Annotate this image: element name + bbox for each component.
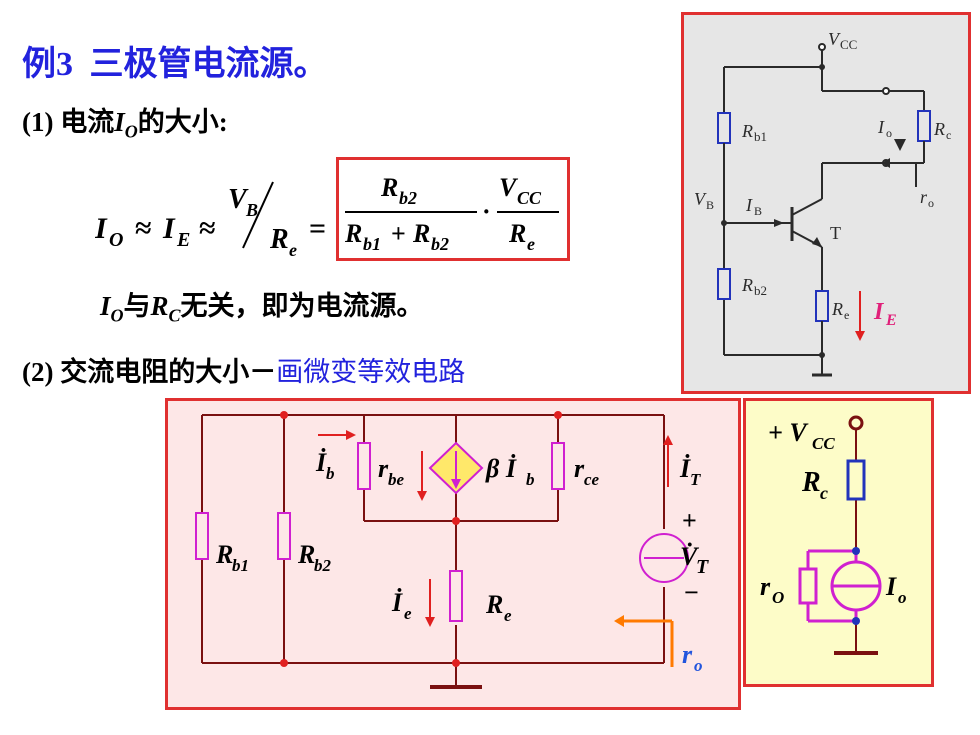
svg-text:O: O	[109, 229, 123, 251]
svg-text:be: be	[388, 470, 405, 489]
svg-text:e: e	[527, 234, 535, 254]
statement-line: IO与RC无关，即为电流源。	[100, 291, 424, 326]
svg-text:r: r	[574, 454, 585, 483]
svg-text:o: o	[694, 656, 703, 675]
svg-text:E: E	[885, 312, 897, 329]
svg-text:b1: b1	[754, 129, 767, 144]
svg-text:I: I	[877, 117, 885, 137]
svg-text:R: R	[508, 219, 526, 248]
svg-text:e: e	[404, 604, 412, 623]
svg-text:R: R	[741, 121, 753, 141]
svg-text:+ V: + V	[768, 418, 809, 447]
svg-text:R: R	[344, 219, 362, 248]
current-source-model: + V CC R c r O I o	[760, 415, 907, 655]
slide-title: 例3 三极管电流源。	[22, 36, 328, 85]
svg-text:b2: b2	[314, 556, 332, 575]
svg-text:R: R	[215, 540, 233, 569]
svg-text:+: +	[682, 506, 697, 535]
svg-text:ce: ce	[584, 470, 600, 489]
svg-text:V: V	[694, 189, 707, 209]
svg-text:I: I	[873, 299, 885, 325]
svg-text:R: R	[269, 224, 289, 255]
svg-text:b2: b2	[399, 188, 417, 208]
svg-text:E: E	[176, 229, 190, 251]
svg-text:B: B	[245, 200, 258, 220]
equivalent-circuit-panel: R b1 R b2 İ b r be β İ b r ce İ T + V̇ T…	[165, 398, 741, 710]
current-formula: I O ≈ I E ≈ V B R e =	[95, 181, 326, 260]
svg-text:−: −	[684, 578, 699, 607]
svg-text:=: =	[309, 212, 326, 245]
boxed-fraction: R b2 R b1 + R b2 · V CC R e	[344, 173, 559, 254]
svg-text:β İ: β İ	[485, 454, 517, 483]
part2-line: (2) 交流电阻的大小－画微变等效电路	[22, 357, 466, 387]
topic-text: 三极管电流源。	[89, 46, 328, 83]
svg-text:V: V	[228, 184, 249, 215]
svg-text:O: O	[772, 588, 784, 607]
svg-text:b1: b1	[363, 234, 381, 254]
current-source-model-panel: + V CC R c r O I o	[743, 398, 934, 687]
svg-text:e: e	[844, 308, 849, 322]
part1-line: (1) 电流IO的大小:	[22, 107, 228, 142]
svg-text:İ: İ	[679, 454, 691, 483]
svg-text:T: T	[830, 223, 841, 243]
svg-text:b1: b1	[232, 556, 249, 575]
transistor-circuit-panel: V CC R b1 R c I o V B I B T r o R b2 R e…	[681, 12, 971, 394]
svg-text:r: r	[920, 187, 928, 207]
svg-text:e: e	[504, 606, 512, 625]
svg-text:r: r	[682, 640, 693, 669]
svg-text:CC: CC	[840, 37, 857, 52]
svg-text:·: ·	[482, 197, 491, 226]
equivalent-circuit: R b1 R b2 İ b r be β İ b r ce İ T + V̇ T…	[195, 411, 709, 689]
svg-text:e: e	[289, 240, 297, 260]
svg-text:CC: CC	[812, 434, 835, 453]
svg-text:b: b	[526, 470, 535, 489]
svg-text:r: r	[378, 454, 389, 483]
svg-text:≈: ≈	[199, 212, 215, 245]
svg-text:İ: İ	[391, 588, 403, 617]
svg-text:R: R	[801, 467, 821, 498]
svg-text:+: +	[391, 219, 406, 248]
svg-text:T: T	[696, 556, 709, 578]
svg-text:V̇: V̇	[680, 542, 700, 571]
svg-text:İ: İ	[315, 448, 327, 477]
svg-text:R: R	[297, 540, 315, 569]
svg-text:B: B	[706, 198, 714, 212]
formula-highlight-box: R b2 R b1 + R b2 · V CC R e	[336, 157, 570, 261]
svg-text:CC: CC	[517, 188, 542, 208]
svg-text:c: c	[820, 483, 828, 503]
svg-text:≈: ≈	[135, 212, 151, 245]
svg-text:b2: b2	[754, 283, 767, 298]
svg-text:R: R	[412, 219, 430, 248]
svg-text:b2: b2	[431, 234, 449, 254]
svg-text:B: B	[754, 204, 762, 218]
svg-text:T: T	[690, 470, 701, 489]
svg-text:R: R	[485, 590, 503, 619]
svg-text:I: I	[162, 212, 176, 245]
svg-text:o: o	[898, 588, 907, 607]
svg-text:I: I	[95, 212, 108, 245]
svg-text:R: R	[831, 299, 843, 319]
svg-text:r: r	[760, 572, 771, 601]
example-number: 例3	[22, 46, 73, 83]
svg-text:R: R	[933, 119, 945, 139]
transistor-circuit: V CC R b1 R c I o V B I B T r o R b2 R e…	[694, 29, 951, 377]
svg-text:o: o	[928, 196, 934, 210]
svg-text:R: R	[380, 173, 398, 202]
svg-text:I: I	[745, 195, 753, 215]
svg-text:V: V	[499, 173, 519, 202]
svg-text:o: o	[886, 126, 892, 140]
svg-text:c: c	[946, 128, 951, 142]
svg-text:V: V	[828, 29, 841, 49]
svg-text:I: I	[885, 572, 897, 601]
svg-text:R: R	[741, 275, 753, 295]
svg-text:b: b	[326, 464, 335, 483]
